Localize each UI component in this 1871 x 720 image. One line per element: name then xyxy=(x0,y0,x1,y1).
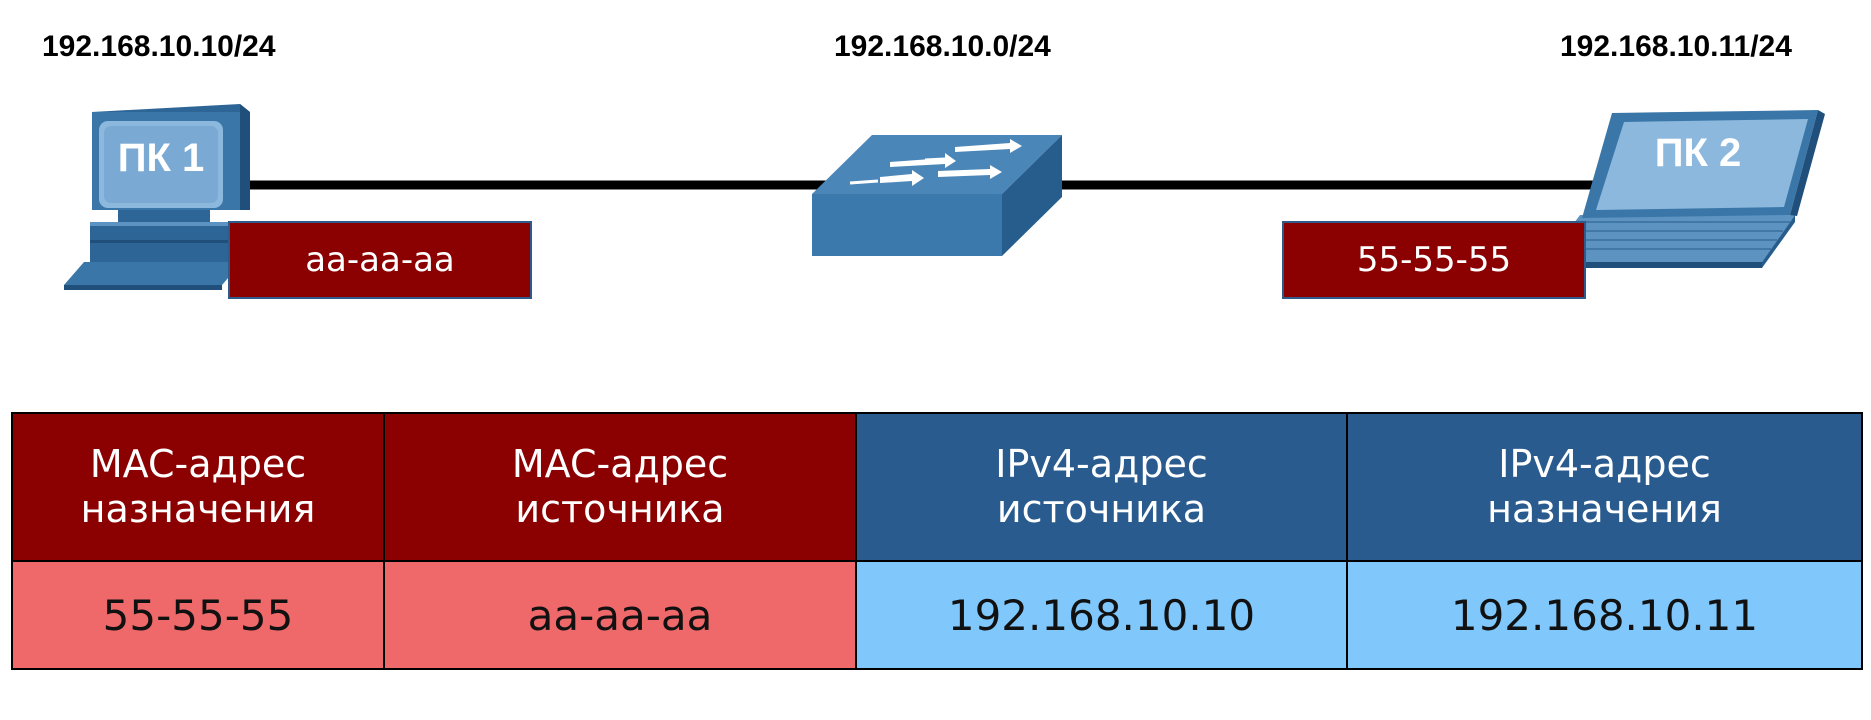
pc2-ip-label: 192.168.10.11/24 xyxy=(1560,30,1792,63)
network-topology: ПК 1 ПК 2 xyxy=(64,104,1825,290)
dst-ip-header-line1: IPv4-адрес xyxy=(1498,442,1711,486)
src-mac-value: aa-aa-aa xyxy=(383,560,857,670)
frame-header-table: MAC-адрес назначения MAC-адрес источника… xyxy=(11,412,1863,670)
src-mac-header-line1: MAC-адрес xyxy=(511,442,729,486)
src-ip-header-line2: источника xyxy=(996,487,1207,531)
src-mac-header-line2: источника xyxy=(515,487,725,531)
src-ip-value: 192.168.10.10 xyxy=(855,560,1348,670)
dst-mac-header-line1: MAC-адрес xyxy=(89,442,307,486)
pc1-mac-label: aa-aa-aa xyxy=(228,221,532,299)
pc2-label: ПК 2 xyxy=(1655,131,1742,175)
pc1-ip-label: 192.168.10.10/24 xyxy=(42,30,276,63)
table-value-row: 55-55-55 aa-aa-aa 192.168.10.10 192.168.… xyxy=(11,560,1863,670)
src-mac-header: MAC-адрес источника xyxy=(383,412,857,562)
table-header-row: MAC-адрес назначения MAC-адрес источника… xyxy=(11,412,1863,562)
network-ip-label: 192.168.10.0/24 xyxy=(834,30,1051,63)
desktop-pc-icon[interactable]: ПК 1 xyxy=(64,104,250,290)
pc2-mac-label: 55-55-55 xyxy=(1282,221,1586,299)
pc1-label: ПК 1 xyxy=(118,136,205,180)
src-ip-header-line1: IPv4-адрес xyxy=(995,442,1208,486)
dst-mac-header: MAC-адрес назначения xyxy=(11,412,385,562)
src-ip-header: IPv4-адрес источника xyxy=(855,412,1348,562)
dst-mac-header-line2: назначения xyxy=(80,487,316,531)
dst-ip-header-line2: назначения xyxy=(1487,487,1722,531)
dst-mac-value: 55-55-55 xyxy=(11,560,385,670)
dst-ip-header: IPv4-адрес назначения xyxy=(1346,412,1863,562)
switch-icon[interactable] xyxy=(812,135,1062,256)
laptop-icon[interactable]: ПК 2 xyxy=(1545,110,1825,268)
dst-ip-value: 192.168.10.11 xyxy=(1346,560,1863,670)
